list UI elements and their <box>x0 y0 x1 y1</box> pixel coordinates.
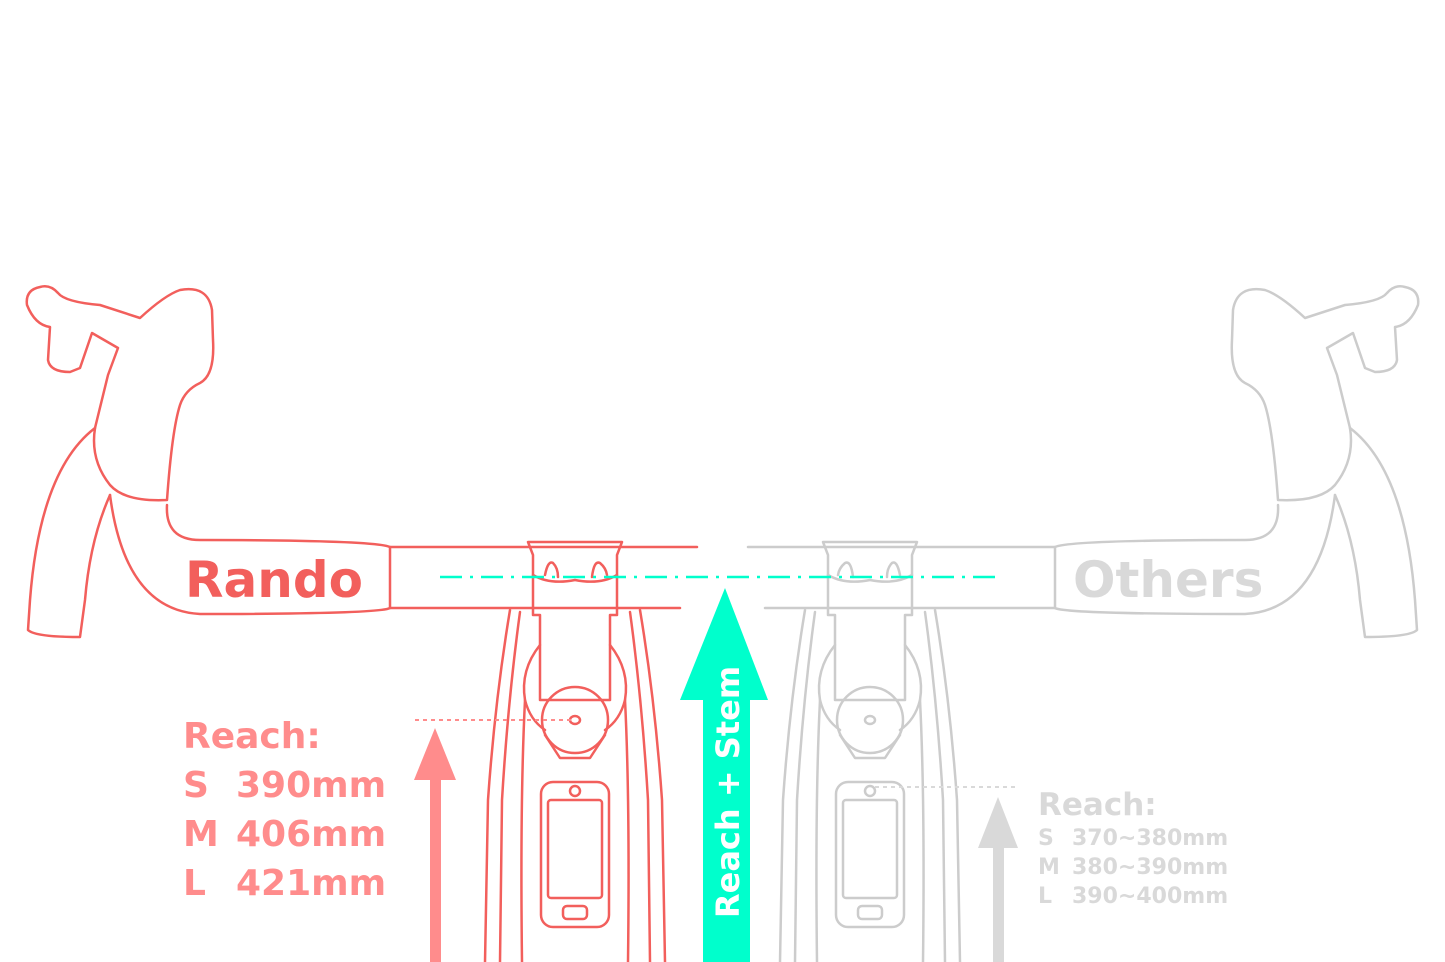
rando-reach-title: Reach: <box>183 716 321 757</box>
reach-stem-label: Reach + Stem <box>709 666 747 918</box>
reach-value: 390mm <box>236 765 386 806</box>
rando-reach-table: Reach: S 390mm M 406mm L 421mm <box>183 716 386 904</box>
reach-value: 380~390mm <box>1072 855 1228 880</box>
size-label: S <box>1038 826 1054 851</box>
reach-value: 406mm <box>236 814 386 855</box>
rando-reach-arrow <box>414 728 456 962</box>
reach-value: 390~400mm <box>1072 884 1228 909</box>
rando-label: Rando <box>185 551 363 609</box>
others-reach-title: Reach: <box>1038 787 1157 823</box>
rando-handlebar-outline <box>25 285 699 962</box>
size-label: M <box>1038 855 1060 880</box>
size-label: S <box>183 765 209 806</box>
others-reach-arrow <box>978 797 1018 962</box>
reach-stem-arrow: Reach + Stem <box>680 588 768 962</box>
size-label: L <box>1038 884 1052 909</box>
reach-value: 421mm <box>236 863 386 904</box>
others-reach-table: Reach: S 370~380mm M 380~390mm L 390~400… <box>1038 787 1228 909</box>
size-label: L <box>183 863 206 904</box>
others-label: Others <box>1073 551 1263 609</box>
size-label: M <box>183 814 219 855</box>
reach-value: 370~380mm <box>1072 826 1228 851</box>
